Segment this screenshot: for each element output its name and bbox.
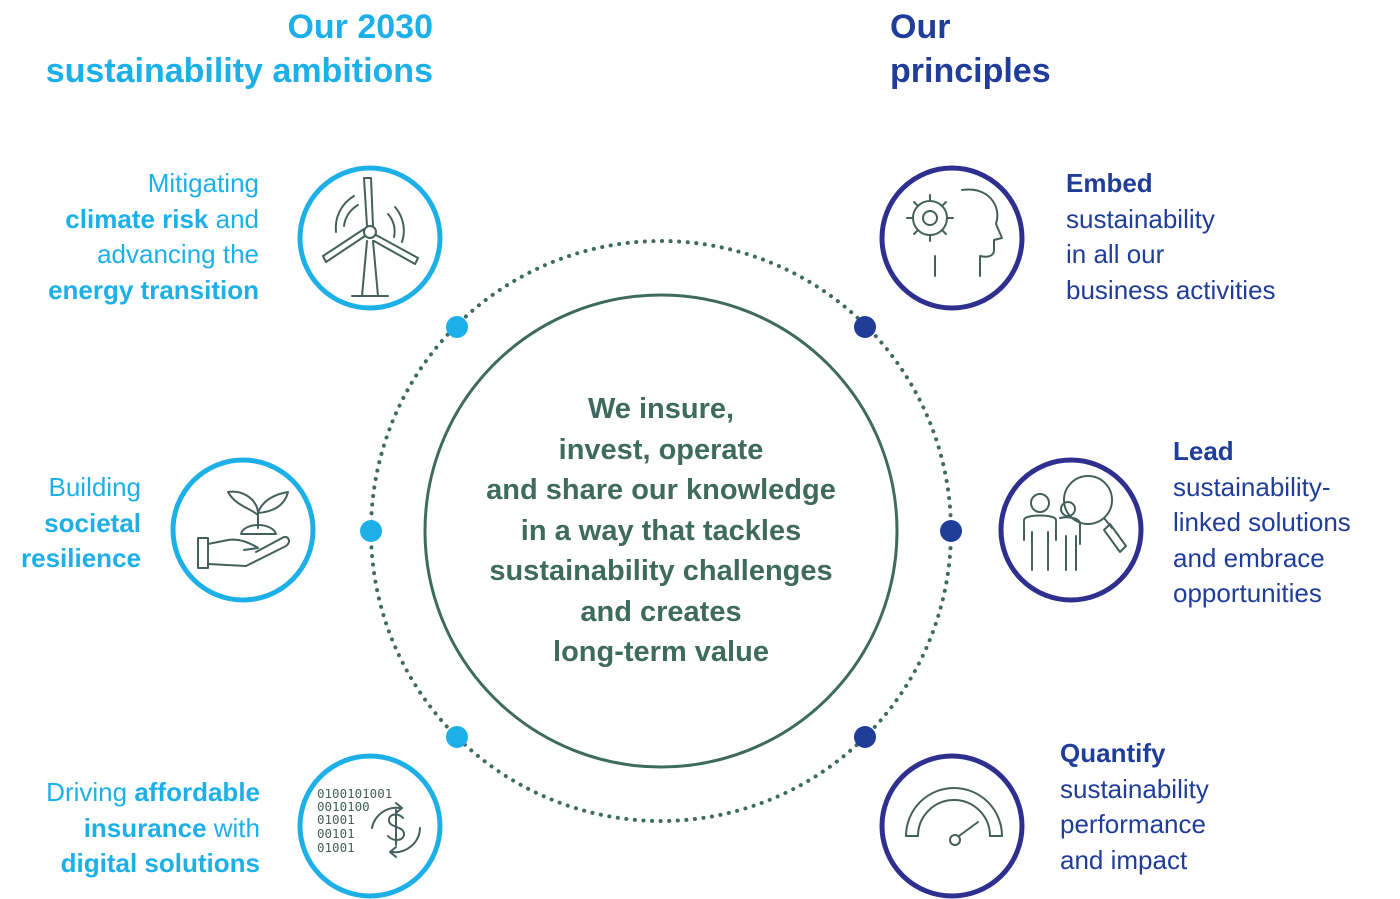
- label-emphasis: climate risk: [65, 203, 209, 234]
- label-text: and impact: [1060, 844, 1188, 875]
- label-emphasis: Lead: [1173, 436, 1234, 466]
- center-line: invest, operate: [558, 433, 764, 466]
- binary-line: 0010100: [317, 799, 370, 814]
- principle-dot-1: [854, 316, 876, 338]
- label-text: Driving: [46, 777, 135, 807]
- center-line: and creates: [580, 595, 742, 628]
- label-text: advancing the: [97, 239, 259, 269]
- people-magnifier-icon: [1023, 475, 1127, 571]
- center-line: in a way that tackles: [520, 514, 802, 547]
- principle-circle-3: [879, 753, 1025, 899]
- label-text: with: [206, 812, 260, 843]
- ambition-circle-3: [297, 753, 443, 899]
- ambitions-heading-line1: Our 2030: [287, 8, 433, 46]
- label-text: business activities: [1066, 274, 1276, 305]
- ambition-label-resilience: Building societal resilience: [21, 470, 141, 577]
- binary-line: 01001: [317, 812, 355, 827]
- ambition-dot-1: [446, 316, 468, 338]
- binary-dollar-icon: 0100101001 0010100 01001 00101 01001: [317, 786, 421, 858]
- principle-circle-2: [998, 457, 1144, 603]
- principle-label-quantify: Quantify sustainability performance and …: [1060, 736, 1209, 878]
- label-emphasis: Embed: [1066, 168, 1153, 198]
- binary-line: 0100101001: [317, 786, 392, 801]
- wind-turbine-icon: [322, 177, 419, 297]
- label-emphasis: digital solutions: [60, 848, 260, 878]
- label-text: in all our: [1066, 239, 1165, 269]
- principle-circle-1: [879, 165, 1025, 311]
- label-text: linked solutions: [1173, 507, 1351, 537]
- ambitions-heading-line2: sustainability ambitions: [45, 52, 433, 90]
- ambition-dot-2: [360, 520, 382, 542]
- principle-label-lead: Lead sustainability- linked solutions an…: [1173, 434, 1351, 612]
- label-text: Building: [48, 472, 141, 502]
- gear-head-icon: [906, 188, 1003, 277]
- label-text: sustainability: [1060, 773, 1209, 804]
- center-line: sustainability challenges: [489, 555, 833, 587]
- ambitions-heading: Our 2030 sustainability ambitions: [46, 5, 433, 93]
- binary-line: 01001: [317, 840, 355, 855]
- center-line: and share our knowledge: [486, 474, 836, 506]
- label-emphasis: Quantify: [1060, 738, 1166, 768]
- principles-heading: Our principles: [890, 5, 1051, 93]
- ambition-label-insurance: Driving affordable insurance with digita…: [46, 775, 260, 882]
- label-text: opportunities: [1173, 578, 1322, 608]
- hand-plant-icon: [197, 490, 290, 569]
- principles-heading-line2: principles: [890, 52, 1051, 90]
- ambition-dot-3: [446, 726, 468, 748]
- principles-heading-line1: Our: [890, 8, 951, 46]
- gauge-icon: [905, 787, 1003, 846]
- label-text: performance: [1060, 809, 1206, 839]
- label-emphasis: insurance: [83, 812, 207, 843]
- label-emphasis: affordable: [134, 777, 260, 807]
- label-emphasis: resilience: [21, 543, 141, 573]
- label-text: and embrace: [1173, 542, 1325, 573]
- label-text: and: [208, 203, 259, 234]
- principle-label-embed: Embed sustainability in all our business…: [1066, 166, 1276, 308]
- label-text: sustainability-: [1173, 471, 1331, 502]
- label-text: Mitigating: [147, 168, 259, 198]
- ambition-label-climate: Mitigating climate risk and advancing th…: [48, 166, 259, 308]
- principle-dot-2: [940, 520, 962, 542]
- center-statement: We insure, invest, operate and share our…: [445, 389, 877, 673]
- principle-dot-3: [854, 726, 876, 748]
- label-emphasis: energy transition: [48, 274, 259, 305]
- label-text: sustainability: [1066, 203, 1215, 234]
- label-emphasis: societal: [44, 507, 141, 538]
- center-line: long-term value: [553, 636, 769, 668]
- binary-line: 00101: [317, 826, 355, 841]
- center-ring: [423, 293, 899, 769]
- center-line: We insure,: [587, 393, 735, 425]
